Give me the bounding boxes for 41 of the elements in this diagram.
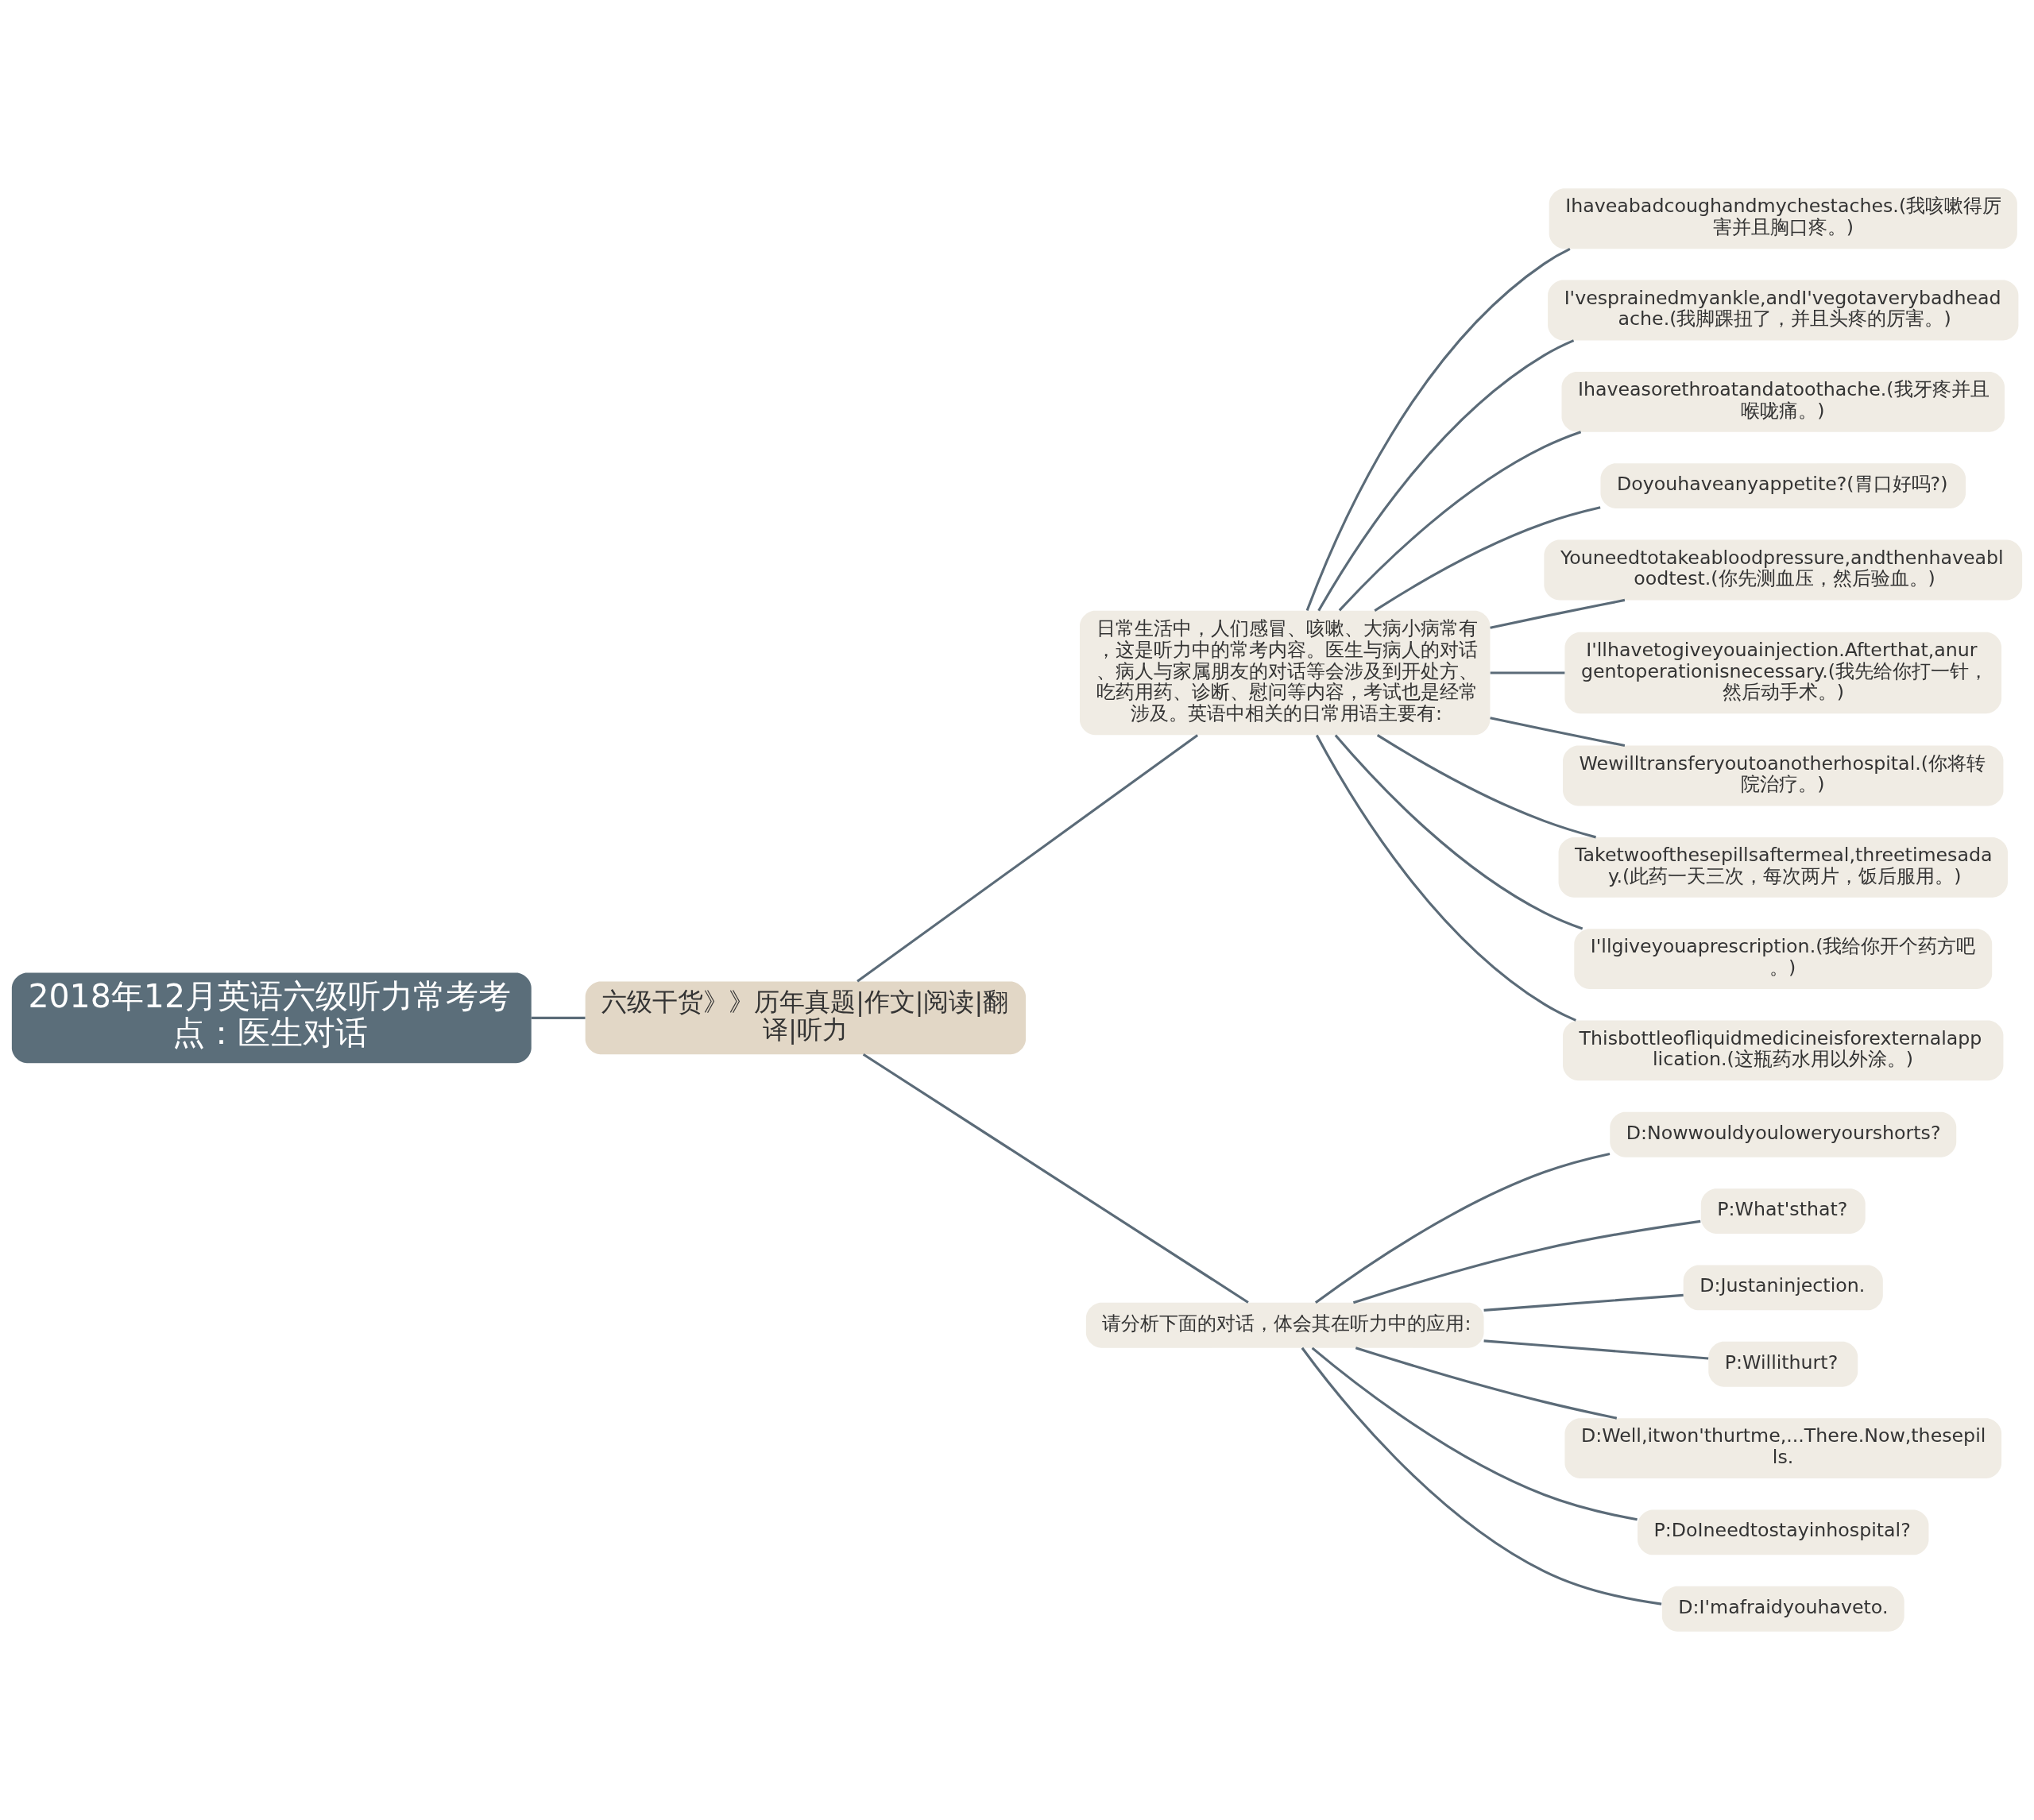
connector xyxy=(1490,598,1626,629)
connector xyxy=(857,734,1199,983)
node-box: I'llgiveyouaprescription.(我给你开个药方吧。) xyxy=(1574,929,1993,989)
node-box: P:What'sthat? xyxy=(1700,1188,1866,1234)
connector xyxy=(1305,248,1571,612)
node-box: I'llhavetogiveyouainjection.Afterthat,anurgentoperationisnecessary.(我先给你打一针，然后动手术。) xyxy=(1564,632,2002,714)
node-box: Ihaveasorethroatandatoothache.(我牙疼并且喉咙痛。) xyxy=(1561,371,2005,432)
node-box: 2018年12月英语六级听力常考考点：医生对话 xyxy=(11,972,532,1064)
node-box: D:Nowwouldyouloweryourshorts? xyxy=(1610,1111,1957,1157)
node-box: Wewilltransferyoutoanotherhospital.(你将转院治疗。) xyxy=(1563,745,2004,806)
node-box: Thisbottleofliquidmedicineisforexternalapplication.(这瓶药水用以外涂。) xyxy=(1563,1020,2004,1081)
node-box: Ihaveabadcoughandmychestaches.(我咳嗽得厉害并且胸口疼。) xyxy=(1549,188,2017,249)
connector xyxy=(862,1053,1249,1304)
connector xyxy=(1490,717,1626,748)
connector xyxy=(1301,1347,1662,1606)
connector xyxy=(1483,1293,1684,1312)
connector xyxy=(1314,1152,1611,1304)
node-box: D:Well,itwon'thurtme,...There.Now,thesepills. xyxy=(1564,1418,2002,1478)
node-box: 日常生活中，人们感冒、咳嗽、大病小病常有，这是听力中的常考内容。医生与病人的对话、病人与家属朋友的对话等会涉及到开处方、吃药用药、诊断、慰问等内容，考试也是经常涉及。英语中相关的日常用语主要有: xyxy=(1079,610,1491,736)
node-box: Youneedtotakeabloodpressure,andthenhaveabloodtest.(你先测血压，然后验血。) xyxy=(1544,539,2023,601)
node-box: D:Justaninjection. xyxy=(1683,1265,1883,1311)
node-box: 六级干货》》历年真题|作文|阅读|翻译|听力 xyxy=(585,981,1027,1055)
node-box: 请分析下面的对话，体会其在听力中的应用: xyxy=(1085,1302,1484,1348)
connector xyxy=(1334,734,1584,930)
connector xyxy=(1376,734,1596,839)
connector xyxy=(1352,1219,1701,1304)
connector xyxy=(532,1016,586,1019)
connector xyxy=(1483,1339,1709,1360)
connector xyxy=(1315,734,1576,1022)
node-box: Taketwoofthesepillsaftermeal,threetimesaday.(此药一天三次，每次两片，饭后服用。) xyxy=(1558,837,2008,898)
node-box: I'vesprainedmyankle,andI'vegotaverybadheadache.(我脚踝扭了，并且头疼的厉害。) xyxy=(1548,280,2019,341)
node-box: Doyouhaveanyappetite?(胃口好吗?) xyxy=(1600,463,1966,509)
connector xyxy=(1317,339,1575,612)
connector xyxy=(1374,506,1601,612)
node-box: P:Willithurt? xyxy=(1708,1341,1858,1387)
node-box: D:I'mafraidyouhaveto. xyxy=(1661,1586,1904,1632)
connector xyxy=(1355,1347,1618,1420)
connector xyxy=(1490,671,1565,674)
connector xyxy=(1311,1347,1638,1521)
node-box: P:DoIneedtostayinhospital? xyxy=(1638,1509,1929,1555)
connector xyxy=(1338,431,1582,612)
